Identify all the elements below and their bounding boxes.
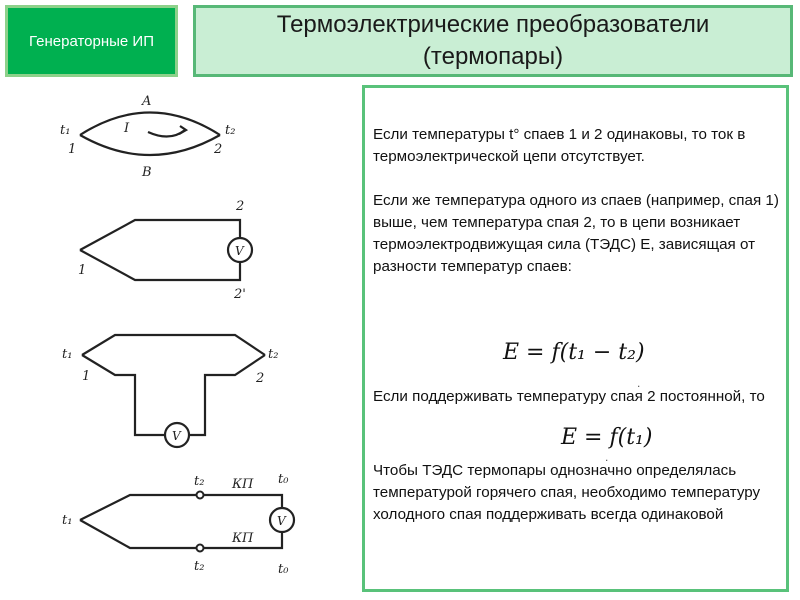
fig4-voltmeter <box>268 506 296 534</box>
fig1-label-2: 2 <box>213 142 222 157</box>
fig4-top-node <box>195 490 205 500</box>
fig2-voltmeter <box>226 236 254 264</box>
fig2-label-1: 1 <box>78 263 86 278</box>
separator-dot: . <box>637 376 641 390</box>
title-line-2: (термопары) <box>422 43 564 70</box>
fig1-label-i: I <box>123 121 130 136</box>
title-line-1: Термоэлектрические преобразователи <box>276 11 710 38</box>
fig2-lower-wire <box>79 249 242 282</box>
paragraph-1: Если температуры t° спаев 1 и 2 одинаков… <box>373 126 746 165</box>
slide-title: Термоэлектрические преобразователи (терм… <box>193 5 793 77</box>
fig4-label-t2-bottom: t₂ <box>194 559 204 574</box>
fig2-upper-wire <box>79 218 242 251</box>
fig3-label-1: 1 <box>82 369 90 384</box>
fig4-label-t1: t₁ <box>62 513 72 528</box>
explanation-panel: Если температуры t° спаев 1 и 2 одинаков… <box>362 85 789 592</box>
fig1-label-1: 1 <box>68 142 76 157</box>
fig3-meter-label: V <box>172 429 182 443</box>
fig1-lower-wire <box>79 134 221 156</box>
fig4-bottom-node <box>195 543 205 553</box>
section-badge: Генераторные ИП <box>5 5 178 77</box>
fig4-label-t2-top: t₂ <box>194 474 204 489</box>
fig4-label-t0-bottom: t₀ <box>278 562 289 577</box>
fig4-label-kp-top: КП <box>231 477 254 492</box>
fig4-upper-wire <box>79 493 284 521</box>
fig3-label-2: 2 <box>255 371 264 386</box>
fig2-label-2prime: 2' <box>233 287 246 302</box>
fig4-label-kp-bottom: КП <box>231 531 254 546</box>
fig1-label-t2: t₂ <box>225 123 235 138</box>
fig3-right-wire <box>189 354 266 437</box>
fig3-left-wire <box>81 354 165 437</box>
fig1-upper-wire <box>79 111 221 136</box>
paragraph-4: Чтобы ТЭДС термопары однозначно определя… <box>373 462 761 523</box>
fig3-label-t2: t₂ <box>268 347 278 362</box>
fig3-label-t1: t₁ <box>62 347 72 362</box>
fig4-meter-label: V <box>277 514 287 528</box>
fig2-label-2: 2 <box>235 199 244 214</box>
formula-difference: E = f(t₁ − t₂) <box>503 340 645 365</box>
thermocouple-diagrams: A B I t₁ t₂ 1 2 2 2' 1 V t₁ t₂ 1 2 V t₁ … <box>20 90 360 590</box>
section-badge-label: Генераторные ИП <box>29 32 154 50</box>
paragraph-3: Если поддерживать температуру спая 2 пос… <box>373 388 765 405</box>
fig4-label-t0-top: t₀ <box>278 472 289 487</box>
formula-single: E = f(t₁) <box>561 425 653 450</box>
diagram-canvas: A B I t₁ t₂ 1 2 2 2' 1 V t₁ t₂ 1 2 V t₁ … <box>60 94 296 577</box>
separator-dot-2: . <box>605 450 609 464</box>
fig2-meter-label: V <box>235 244 245 258</box>
fig1-label-t1: t₁ <box>60 123 70 138</box>
fig1-label-a: A <box>141 94 151 109</box>
fig3-top-wire <box>81 333 266 356</box>
paragraph-2: Если же температура одного из спаев (нап… <box>373 192 779 275</box>
fig3-voltmeter <box>163 421 191 449</box>
fig1-label-b: B <box>141 165 152 180</box>
